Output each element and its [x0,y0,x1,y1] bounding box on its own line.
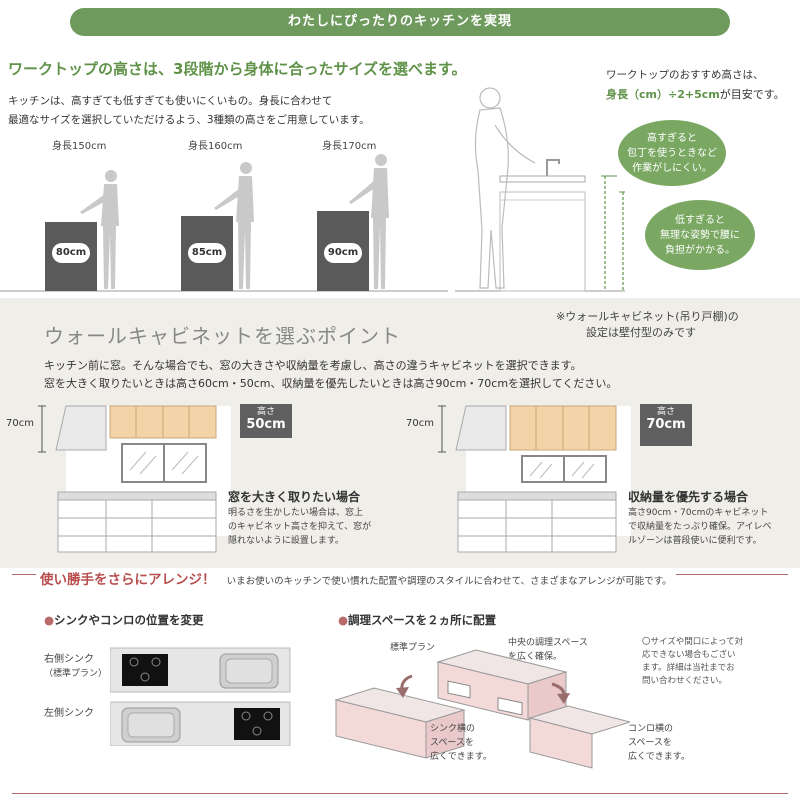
recommend-illustration [455,87,625,292]
sub1-bullet-icon: ● [44,613,55,627]
std-plan-label: 標準プラン [390,643,436,653]
right-case-title: 収納量を優先する場合 [628,490,749,504]
right-height-box-label: 高さ [656,407,675,417]
recommend-formula-line: 身長（cm）÷2+5cmが目安です。 [606,86,785,102]
left-height-box: 高さ 50cm [240,404,292,438]
counter-badge-90: 90cm [324,243,362,263]
recommend-line1: ワークトップのおすすめ高さは、 [606,69,764,81]
section-banner: わたしにぴったりのキッチンを実現 [70,8,730,36]
stove-side-note: コンロ横の スペースを 広くできます。 [628,724,690,762]
bubble-too-low: 低すぎると 無理な姿勢で腰に 負担がかかる。 [645,200,755,270]
wall-cabinet-heading: ウォールキャビネットを選ぶポイント [44,324,401,348]
cooking-space-illustration [334,649,630,769]
right-sink-label: 右側シンク [44,654,94,665]
center-space-note: 中央の調理スペース を広く確保。 [508,638,588,662]
wall-cabinet-desc-1: キッチン前に窓。そんな場合でも、窓の大きさや収納量を考慮し、高さの違うキャビネッ… [44,359,582,372]
worktop-desc-1: キッチンは、高すぎても低すぎても使いにくいもの。身長に合わせて [8,95,333,107]
sub1-title: シンクやコンロの位置を変更 [54,613,204,627]
arrange-heading: 使い勝手をさらにアレンジ！ [40,572,216,588]
counter-badge-85: 85cm [188,243,226,263]
height-label-150: 身長150cm [52,141,107,152]
sink-side-note: シンク横の スペースを 広くできます。 [430,724,492,762]
arrange-subheading: いまお使いのキッチンで使い慣れた配置や調理のスタイルに合わせて、さまざまなアレン… [226,576,672,587]
right-height-box: 高さ 70cm [640,404,692,446]
left-case-text: 明るさを生かしたい場合は、窓上 のキャビネット高さを抑えて、窓が 隠れないように… [228,508,372,546]
sub1-title-row: ●シンクやコンロの位置を変更 [44,612,204,628]
right-dim-label: 70cm [406,418,434,429]
counter-badge-80: 80cm [52,243,90,263]
worktop-desc-2: 最適なサイズを選択していただけるよう、3種類の高さをご用意しています。 [8,114,370,126]
wall-cabinet-desc-2: 窓を大きく取りたいときは高さ60cm・50cm、収納量を優先したいときは高さ90… [44,377,618,390]
left-dim-label: 70cm [6,418,34,429]
left-height-box-value: 50cm [246,417,286,432]
recommend-suffix: が目安です。 [719,88,785,101]
arrange-heading-row: 使い勝手をさらにアレンジ！ いまお使いのキッチンで使い慣れた配置や調理のスタイル… [36,568,676,588]
sub2-title: 調理スペースを２ヵ所に配置 [348,613,497,627]
height-label-160: 身長160cm [188,141,243,152]
right-case-text: 高さ90cm・70cmのキャビネット で収納量をたっぷり確保。アイレベ ルゾーン… [628,508,772,546]
height-figures-illustration [0,154,448,292]
left-sink-label: 左側シンク [44,708,94,719]
height-label-170: 身長170cm [322,141,377,152]
right-height-box-value: 70cm [646,417,686,432]
wall-cabinet-note-2: 設定は壁付型のみです [586,326,696,339]
sub2-bullet-icon: ● [338,613,349,627]
kitchen-illustration-left [38,405,231,553]
disclaimer: 〇サイズや間口によって対 応できない場合もござい ます。詳細は当社までお 問い合… [642,637,744,686]
worktop-heading: ワークトップの高さは、3段階から身体に合ったサイズを選べます。 [8,60,467,78]
sink-layout-illustration [110,647,291,746]
bubble-too-high: 高すぎると 包丁を使うときなど 作業がしにくい。 [618,120,726,186]
left-case-title: 窓を大きく取りたい場合 [228,490,361,504]
wall-cabinet-note-1: ※ウォールキャビネット(吊り戸棚)の [556,310,739,323]
left-height-box-label: 高さ [256,407,275,417]
right-sink-sublabel: （標準プラン） [44,669,108,679]
recommend-formula: 身長（cm）÷2+5cm [606,88,720,101]
sub2-title-row: ●調理スペースを２ヵ所に配置 [338,612,496,628]
kitchen-illustration-right [438,405,631,553]
